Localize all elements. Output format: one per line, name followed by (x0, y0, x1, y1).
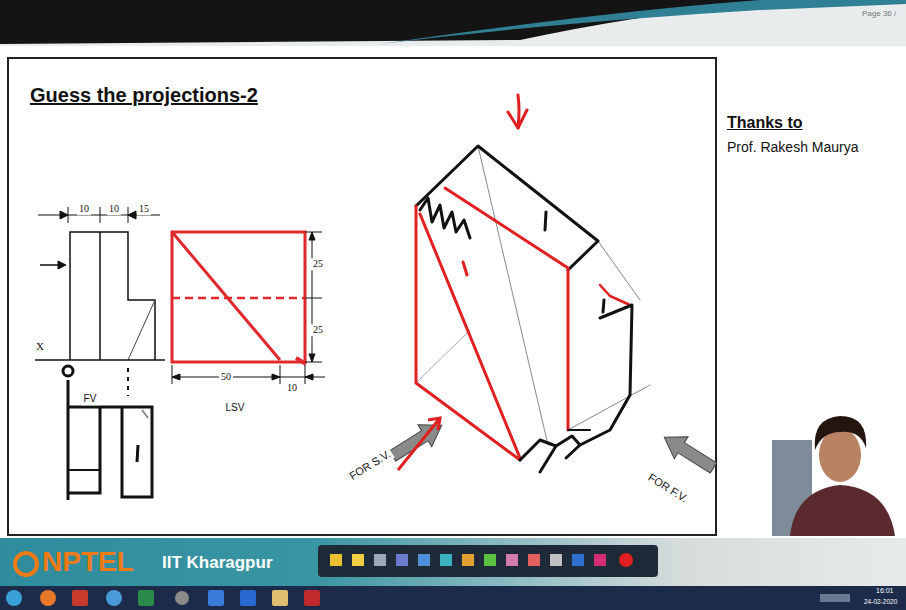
header-ground (0, 0, 906, 46)
presenter-video (772, 416, 895, 536)
view-label: LSV (226, 402, 245, 414)
dimension: 10 (285, 382, 299, 394)
course-bar (0, 538, 906, 586)
logo-text: NPTEL (42, 546, 134, 578)
reference-line-label: X (36, 340, 44, 353)
taskbar-icons (6, 590, 850, 606)
front-view (35, 207, 165, 500)
header-band (0, 0, 780, 44)
slide-title: Guess the projections-2 (30, 84, 258, 107)
dimension: 10 (77, 203, 91, 215)
dimension: 25 (311, 258, 325, 270)
header-swoosh (380, 0, 906, 44)
pen-arrow (398, 418, 440, 470)
page-number: Page 36 / (862, 9, 896, 18)
credit-name: Prof. Rakesh Maurya (727, 139, 859, 155)
dimension: 10 (107, 203, 121, 215)
isometric-view (416, 95, 650, 472)
dimension: 15 (137, 203, 151, 215)
taskbar (0, 586, 906, 610)
view-label: FV (82, 393, 99, 405)
nptel-logo (15, 553, 37, 575)
dimension: 25 (311, 324, 325, 336)
dimension: 50 (219, 371, 233, 383)
clock-date: 24-02-2020 (864, 598, 897, 605)
credit-heading: Thanks to (727, 114, 803, 132)
side-view (172, 232, 325, 384)
toolbar-icons (330, 553, 633, 567)
clock-time: 16:01 (876, 587, 894, 595)
view-arrow-fv (657, 426, 720, 479)
institute-name: IIT Kharagpur (162, 553, 273, 573)
pen-toolbar (318, 545, 658, 577)
slide-frame (8, 58, 716, 535)
